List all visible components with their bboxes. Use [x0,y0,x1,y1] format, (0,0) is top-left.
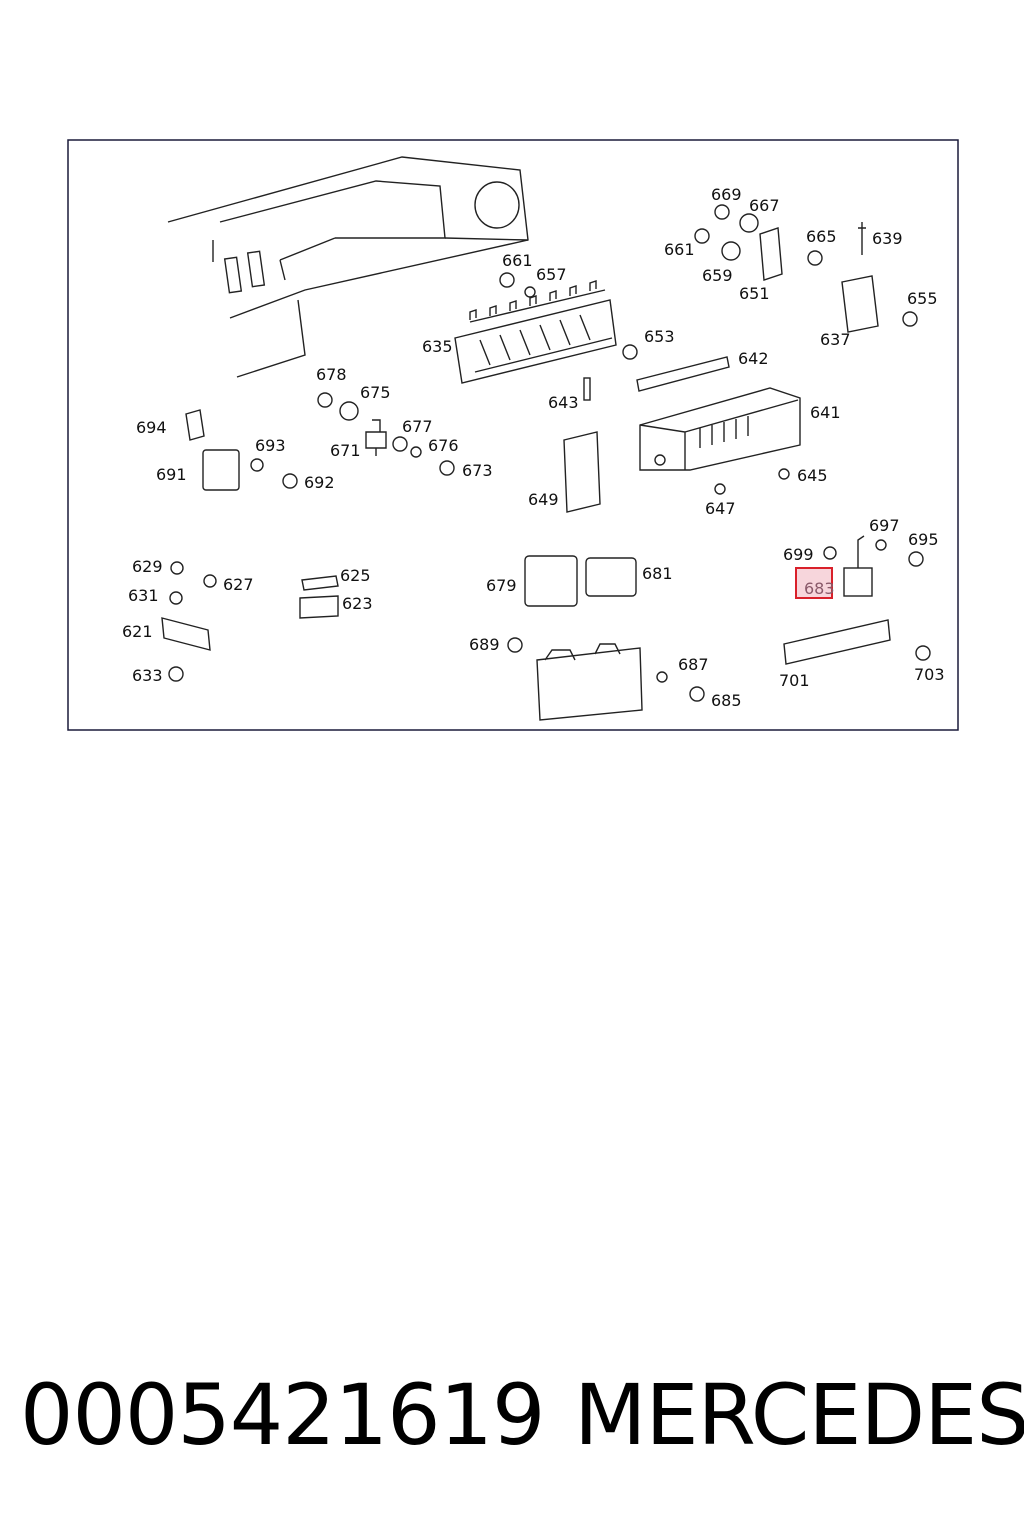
callout-675: 675 [360,383,391,402]
callout-667: 667 [749,196,780,215]
callout-637: 637 [820,330,851,349]
part-637-holder [841,275,879,333]
callout-641: 641 [810,403,841,422]
callout-labels: 629 631 627 621 633 625 623 694 691 693 … [122,185,945,710]
callout-665: 665 [806,227,837,246]
callout-691: 691 [156,465,187,484]
callout-695: 695 [908,530,939,549]
callout-647: 647 [705,499,736,518]
callout-623: 623 [342,594,373,613]
part-643-fuse [583,377,591,401]
parts-diagram: 629 631 627 621 633 625 623 694 691 693 … [67,139,959,731]
part-701-plate [783,619,891,665]
callout-642: 642 [738,349,769,368]
part-635-fuse-frame [454,280,617,384]
callout-639: 639 [872,229,903,248]
part-681-relay [585,557,637,597]
part-bracket [536,643,643,721]
callout-661: 661 [502,251,533,270]
callout-703: 703 [914,665,945,684]
part-671-switch [365,419,387,456]
callout-649: 649 [528,490,559,509]
part-641-fuse-box [639,387,801,471]
callout-635: 635 [422,337,453,356]
callout-655: 655 [907,289,938,308]
callout-689: 689 [469,635,500,654]
part-679-relay [524,555,578,607]
part-649-card [563,431,601,513]
callout-685: 685 [711,691,742,710]
highlight-box-683 [795,567,833,599]
part-683-bracket [857,535,865,568]
callout-697: 697 [869,516,900,535]
callout-633: 633 [132,666,163,685]
callout-678: 678 [316,365,347,384]
part-625-cover [301,575,339,591]
callout-657: 657 [536,265,567,284]
callout-694: 694 [136,418,167,437]
callout-643: 643 [548,393,579,412]
callout-627: 627 [223,575,254,594]
callout-645: 645 [797,466,828,485]
part-number: 0005421619 [20,1366,545,1464]
callout-687: 687 [678,655,709,674]
callout-671: 671 [330,441,361,460]
callout-625: 625 [340,566,371,585]
part-621-holder [161,617,211,651]
callout-673: 673 [462,461,493,480]
callout-651: 651 [739,284,770,303]
brand-name: MERCEDES [574,1366,1024,1464]
callout-699: 699 [783,545,814,564]
callout-693: 693 [255,436,286,455]
part-639-pin [858,222,866,255]
callout-683: 683 [804,579,835,598]
part-651-plate [759,227,783,281]
part-642-strip [636,356,730,392]
callout-679: 679 [486,576,517,595]
callout-661-b: 661 [664,240,695,259]
callout-701: 701 [779,671,810,690]
callout-621: 621 [122,622,153,641]
callout-676: 676 [428,436,459,455]
callout-659: 659 [702,266,733,285]
diagram-frame [67,139,959,731]
part-691-relay [202,449,240,491]
part-683-relay [843,567,873,597]
footer: 0005421619 MERCEDES [0,1360,1024,1470]
callout-677: 677 [402,417,433,436]
callout-653: 653 [644,327,675,346]
hardware [168,204,931,702]
callout-692: 692 [304,473,335,492]
dashboard-outline [167,156,529,378]
part-623-comb [299,595,339,619]
callout-631: 631 [128,586,159,605]
callout-629: 629 [132,557,163,576]
callout-669: 669 [711,185,742,204]
callout-681: 681 [642,564,673,583]
part-694-clip [185,409,205,441]
